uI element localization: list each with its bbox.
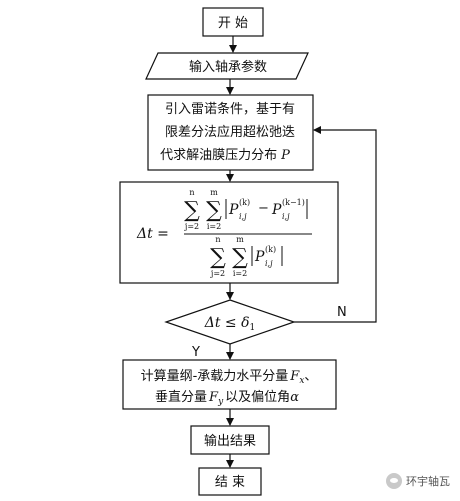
den-sum-upper-i: m [236,235,244,244]
sum-sign-j: ∑ [184,198,200,223]
input-label: 输入轴承参数 [189,59,267,75]
sum-lower-j: j=2 [184,222,199,231]
wechat-icon [386,473,402,489]
watermark-text: 环宇轴瓦 [406,475,450,488]
output-label: 输出结果 [204,433,256,449]
end-label: 结 束 [215,475,245,490]
den-sum-lower-j: j=2 [210,269,225,278]
sum-upper-j: n [189,188,194,197]
p-k1-sub: i,j [282,212,290,221]
start-node [202,7,264,37]
minus-sign: − [258,201,269,216]
p-k-sup: (k) [239,198,250,207]
den-p-k-sub: i,j [265,259,273,268]
sum-sign-i: ∑ [206,198,222,223]
den-p-k-sup: (k) [265,245,276,254]
p-k1: P [271,202,282,218]
formula-node [119,181,339,284]
den-p-k: P [254,249,265,265]
p-k1-sup: (k−1) [282,198,305,207]
p-k-sub: i,j [239,212,247,221]
formula-denominator: n m ∑ ∑ j=2 i=2 P (k) i,j [210,235,283,278]
connector-no-loop [294,126,377,323]
watermark: 环宇轴瓦 [386,473,450,489]
p-k: P [228,202,239,218]
formula-numerator: n m ∑ ∑ j=2 i=2 P (k) i,j − P (k−1) i,j [184,188,308,231]
sum-upper-i: m [210,188,218,197]
output-node [190,425,270,455]
den-sum-upper-j: n [215,235,220,244]
compute-node [122,359,337,410]
start-label: 开 始 [218,16,248,31]
decision-label: Δt ≤ δ1 [204,315,256,333]
den-sum-sign-j: ∑ [210,245,226,270]
end-node [198,467,262,496]
den-sum-sign-i: ∑ [232,245,248,270]
branch-no-label: N [337,305,347,320]
solve-line-1: 引入雷诺条件，基于有 [165,101,295,117]
input-node [145,52,309,80]
solve-line-2: 限差分法应用超松弛迭 [165,124,295,140]
den-sum-lower-i: i=2 [233,269,247,278]
formula-lhs: Δt = [136,226,169,242]
branch-yes-label: Y [191,345,200,360]
sum-lower-i: i=2 [207,222,221,231]
